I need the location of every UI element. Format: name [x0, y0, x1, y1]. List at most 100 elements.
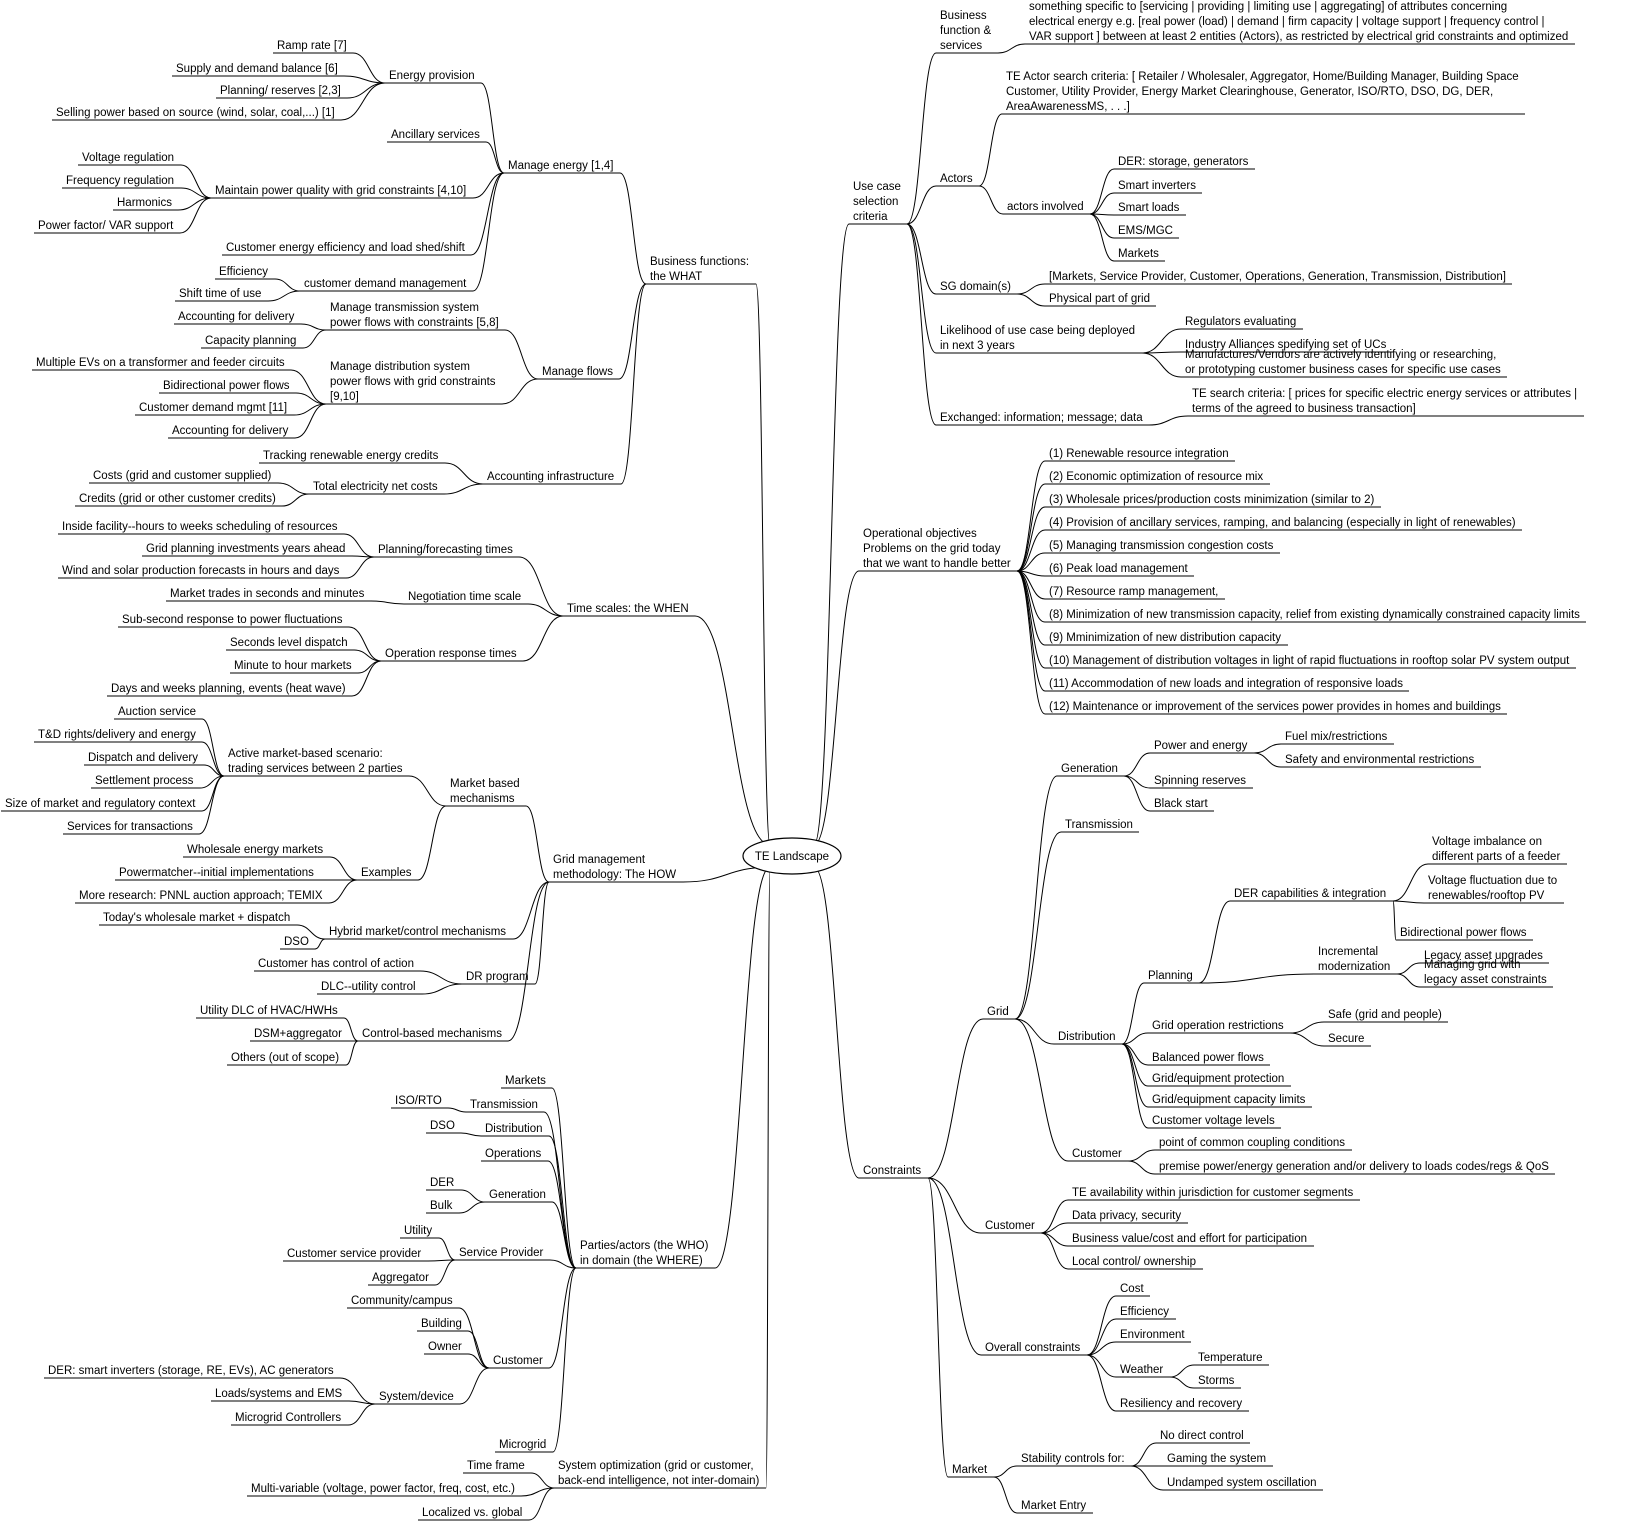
node-energy-provision: Energy provision — [385, 70, 481, 84]
node-balanced-power-flows: Balanced power flows — [1148, 1052, 1270, 1066]
node-markets: Markets — [501, 1075, 552, 1089]
node-sub-second-response-to-power-fluctuations: Sub-second response to power fluctuation… — [118, 614, 349, 628]
connector-11-accommodation-of-new-loads-and-integration-of — [1016, 570, 1046, 692]
node-market-entry: Market Entry — [1017, 1500, 1093, 1514]
node-label: Days and weeks planning, events (heat wa… — [111, 683, 346, 695]
node-label: Overall constraints — [985, 1342, 1080, 1354]
node-label: Markets — [1118, 248, 1159, 260]
node-label: Safety and environmental restrictions — [1285, 754, 1474, 766]
connector-manage-transmission-system-power-flows-with-cons — [504, 329, 539, 380]
connector-resiliency-and-recovery — [1086, 1354, 1117, 1412]
node-6-peak-load-management: (6) Peak load management — [1045, 563, 1194, 577]
node-label: Temperature — [1198, 1352, 1263, 1364]
node-system-optimization-grid-or-customer-back-end-in: System optimization (grid or customer,ba… — [554, 1460, 766, 1489]
node-label: Data privacy, security — [1072, 1210, 1181, 1222]
node-label: TE Actor search criteria: [ Retailer / W… — [1006, 71, 1519, 83]
connector-manage-distribution-system-power-flows-with-grid — [501, 378, 539, 405]
connector-capacity-planning — [302, 329, 327, 349]
connector-customer — [548, 1267, 577, 1369]
node-label: Gaming the system — [1167, 1453, 1266, 1465]
node-maintain-power-quality-with-grid-constraints-4-1: Maintain power quality with grid constra… — [211, 185, 473, 199]
node-auction-service: Auction service — [114, 706, 202, 720]
connector-voltage-regulation — [180, 164, 212, 199]
node-label: Incremental — [1318, 946, 1378, 958]
node-label: the WHAT — [650, 271, 702, 283]
node-der-storage-generators: DER: storage, generators — [1114, 156, 1255, 170]
connector-transmission — [543, 1111, 577, 1269]
node-label: [Markets, Service Provider, Customer, Op… — [1049, 271, 1506, 283]
node-label: customer demand management — [304, 278, 467, 290]
root-ellipse — [742, 837, 842, 875]
connector-use-case-selection-criteria — [813, 223, 850, 846]
connector-customer-voltage-levels — [1121, 1043, 1149, 1129]
node-label: EMS/MGC — [1118, 225, 1173, 237]
connector-smart-inverters — [1089, 192, 1115, 215]
connector-business-functions-the-what — [755, 283, 771, 846]
node-label: (1) Renewable resource integration — [1049, 448, 1229, 460]
node-t-d-rights-delivery-and-energy: T&D rights/delivery and energy — [34, 729, 202, 743]
node-ancillary-services: Ancillary services — [387, 129, 486, 143]
node-legacy-asset-upgrades: Legacy asset upgrades — [1420, 950, 1549, 964]
node-label: Maintain power quality with grid constra… — [215, 185, 466, 197]
node-label: Loads/systems and EMS — [215, 1388, 343, 1400]
connector-localized-vs-global — [528, 1487, 555, 1521]
connector-der — [460, 1189, 486, 1203]
node-label: Undamped system oscillation — [1167, 1477, 1317, 1489]
node-planning-reserves-2-3: Planning/ reserves [2,3] — [216, 85, 347, 99]
connector-der-smart-inverters-storage-re-evs-ac-generators — [339, 1377, 376, 1405]
node-te-actor-search-criteria-retailer-wholesaler-agg: TE Actor search criteria: [ Retailer / W… — [1002, 71, 1525, 115]
connector-market — [927, 1177, 949, 1478]
connector-microgrid — [552, 1267, 577, 1453]
node-physical-part-of-grid: Physical part of grid — [1045, 293, 1156, 307]
node-market: Market — [948, 1464, 994, 1478]
node-label: Weather — [1120, 1364, 1163, 1376]
node-label: Grid — [987, 1006, 1009, 1018]
node-distribution: Distribution — [481, 1123, 549, 1137]
connector-te-search-criteria-transact-auction-negotiate-fo — [997, 43, 1026, 54]
node-label: Transmission — [470, 1099, 538, 1111]
connector-time-frame — [530, 1472, 555, 1489]
node-inside-facility-hours-to-weeks-scheduling-of-res: Inside facility--hours to weeks scheduli… — [58, 521, 344, 535]
node-2-economic-optimization-of-resource-mix: (2) Economic optimization of resource mi… — [1045, 471, 1270, 485]
node-credits-grid-or-other-customer-credits: Credits (grid or other customer credits) — [75, 493, 282, 507]
node-label: Energy provision — [389, 70, 475, 82]
node-label: trading services between 2 parties — [228, 763, 403, 775]
connector-accounting-for-delivery — [300, 323, 327, 331]
node-label: Customer, Utility Provider, Energy Marke… — [1006, 86, 1493, 98]
node-label: Distribution — [485, 1123, 543, 1135]
node-grid: Grid — [983, 1006, 1015, 1020]
connector-actors — [906, 185, 937, 225]
node-label: Credits (grid or other customer credits) — [79, 493, 276, 505]
node-premise-power-energy-generation-and-or-delivery-: premise power/energy generation and/or d… — [1155, 1161, 1555, 1175]
node-efficiency: Efficiency — [1116, 1306, 1176, 1320]
node-label: Markets — [505, 1075, 546, 1087]
node-safe-grid-and-people: Safe (grid and people) — [1324, 1009, 1448, 1023]
connector-planning-forecasting-times — [518, 556, 564, 617]
node-label: Negotiation time scale — [408, 591, 521, 603]
node-manage-energy-1-4: Manage energy [1,4] — [504, 160, 620, 174]
node-label: Customer voltage levels — [1152, 1115, 1275, 1127]
connector-loads-systems-and-ems — [348, 1400, 376, 1405]
node-10-management-of-distribution-voltages-in-light-: (10) Management of distribution voltages… — [1045, 655, 1576, 669]
node-label: Minute to hour markets — [234, 660, 352, 672]
connector-t-d-rights-delivery-and-energy — [201, 741, 225, 777]
node-label: Fuel mix/restrictions — [1285, 731, 1387, 743]
node-label: Market based — [450, 778, 520, 790]
connector-manage-flows — [618, 283, 647, 380]
node-likelihood-of-use-case-being-deployed-in-next-3-: Likelihood of use case being deployedin … — [936, 325, 1142, 354]
node-label: Grid management — [553, 854, 646, 866]
node-size-of-market-and-regulatory-context: Size of market and regulatory context — [1, 798, 202, 812]
node-markets-service-provider-customer-operations-gen: [Markets, Service Provider, Customer, Op… — [1045, 271, 1512, 285]
node-ems-mgc: EMS/MGC — [1114, 225, 1179, 239]
node-selling-power-based-on-source-wind-solar-coal-1: Selling power based on source (wind, sol… — [52, 107, 341, 121]
connector-market-based-mechanisms — [525, 805, 550, 883]
node-customer: Customer — [981, 1220, 1041, 1234]
connector-sg-domain-s — [906, 223, 937, 295]
node-label: Black start — [1154, 798, 1208, 810]
node-label: Control-based mechanisms — [362, 1028, 502, 1040]
node-system-device: System/device — [375, 1391, 460, 1405]
